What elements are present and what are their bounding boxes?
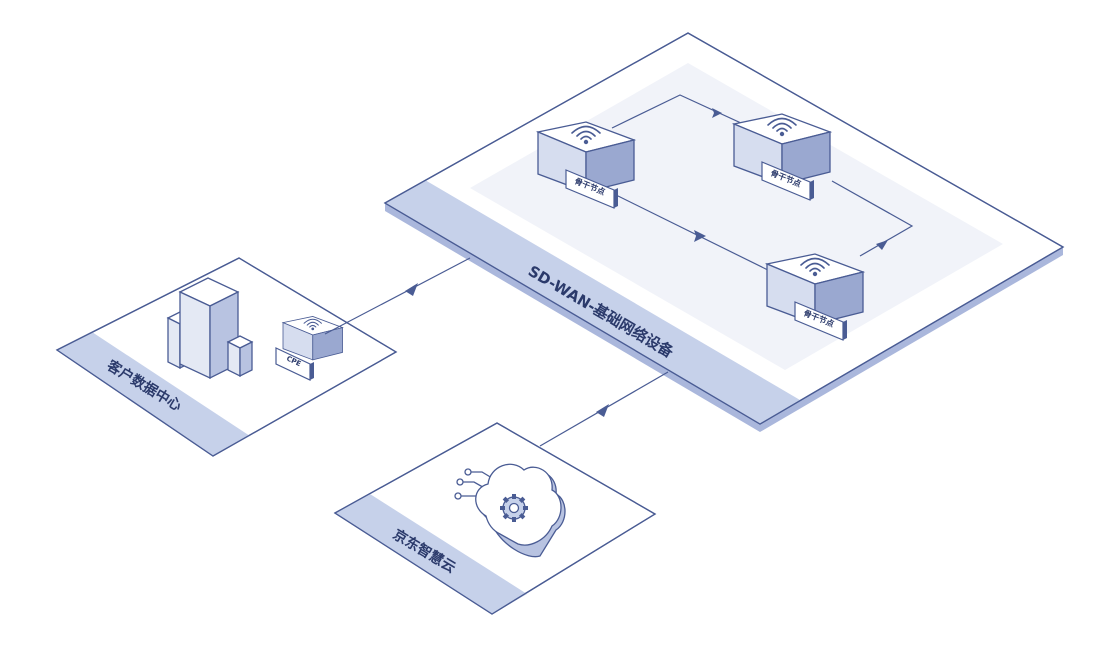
backbone-node-1: 骨干节点 [537, 121, 635, 209]
arrow-icon [405, 283, 418, 296]
arrow-icon [596, 404, 609, 417]
sdwan-platform: SD-WAN-基础网络设备 [383, 32, 1065, 432]
cloud-gear-icon [454, 463, 566, 558]
arrow-icon [694, 108, 888, 250]
backbone-node-3: 骨干节点 [766, 253, 864, 341]
cloud-uplink [539, 371, 669, 447]
cpe-uplink [324, 257, 471, 335]
building-icon [166, 277, 254, 380]
backbone-node-2: 骨干节点 [733, 113, 831, 201]
cpe-tag: CPE [275, 347, 314, 381]
node-tag: 骨干节点 [794, 301, 847, 341]
